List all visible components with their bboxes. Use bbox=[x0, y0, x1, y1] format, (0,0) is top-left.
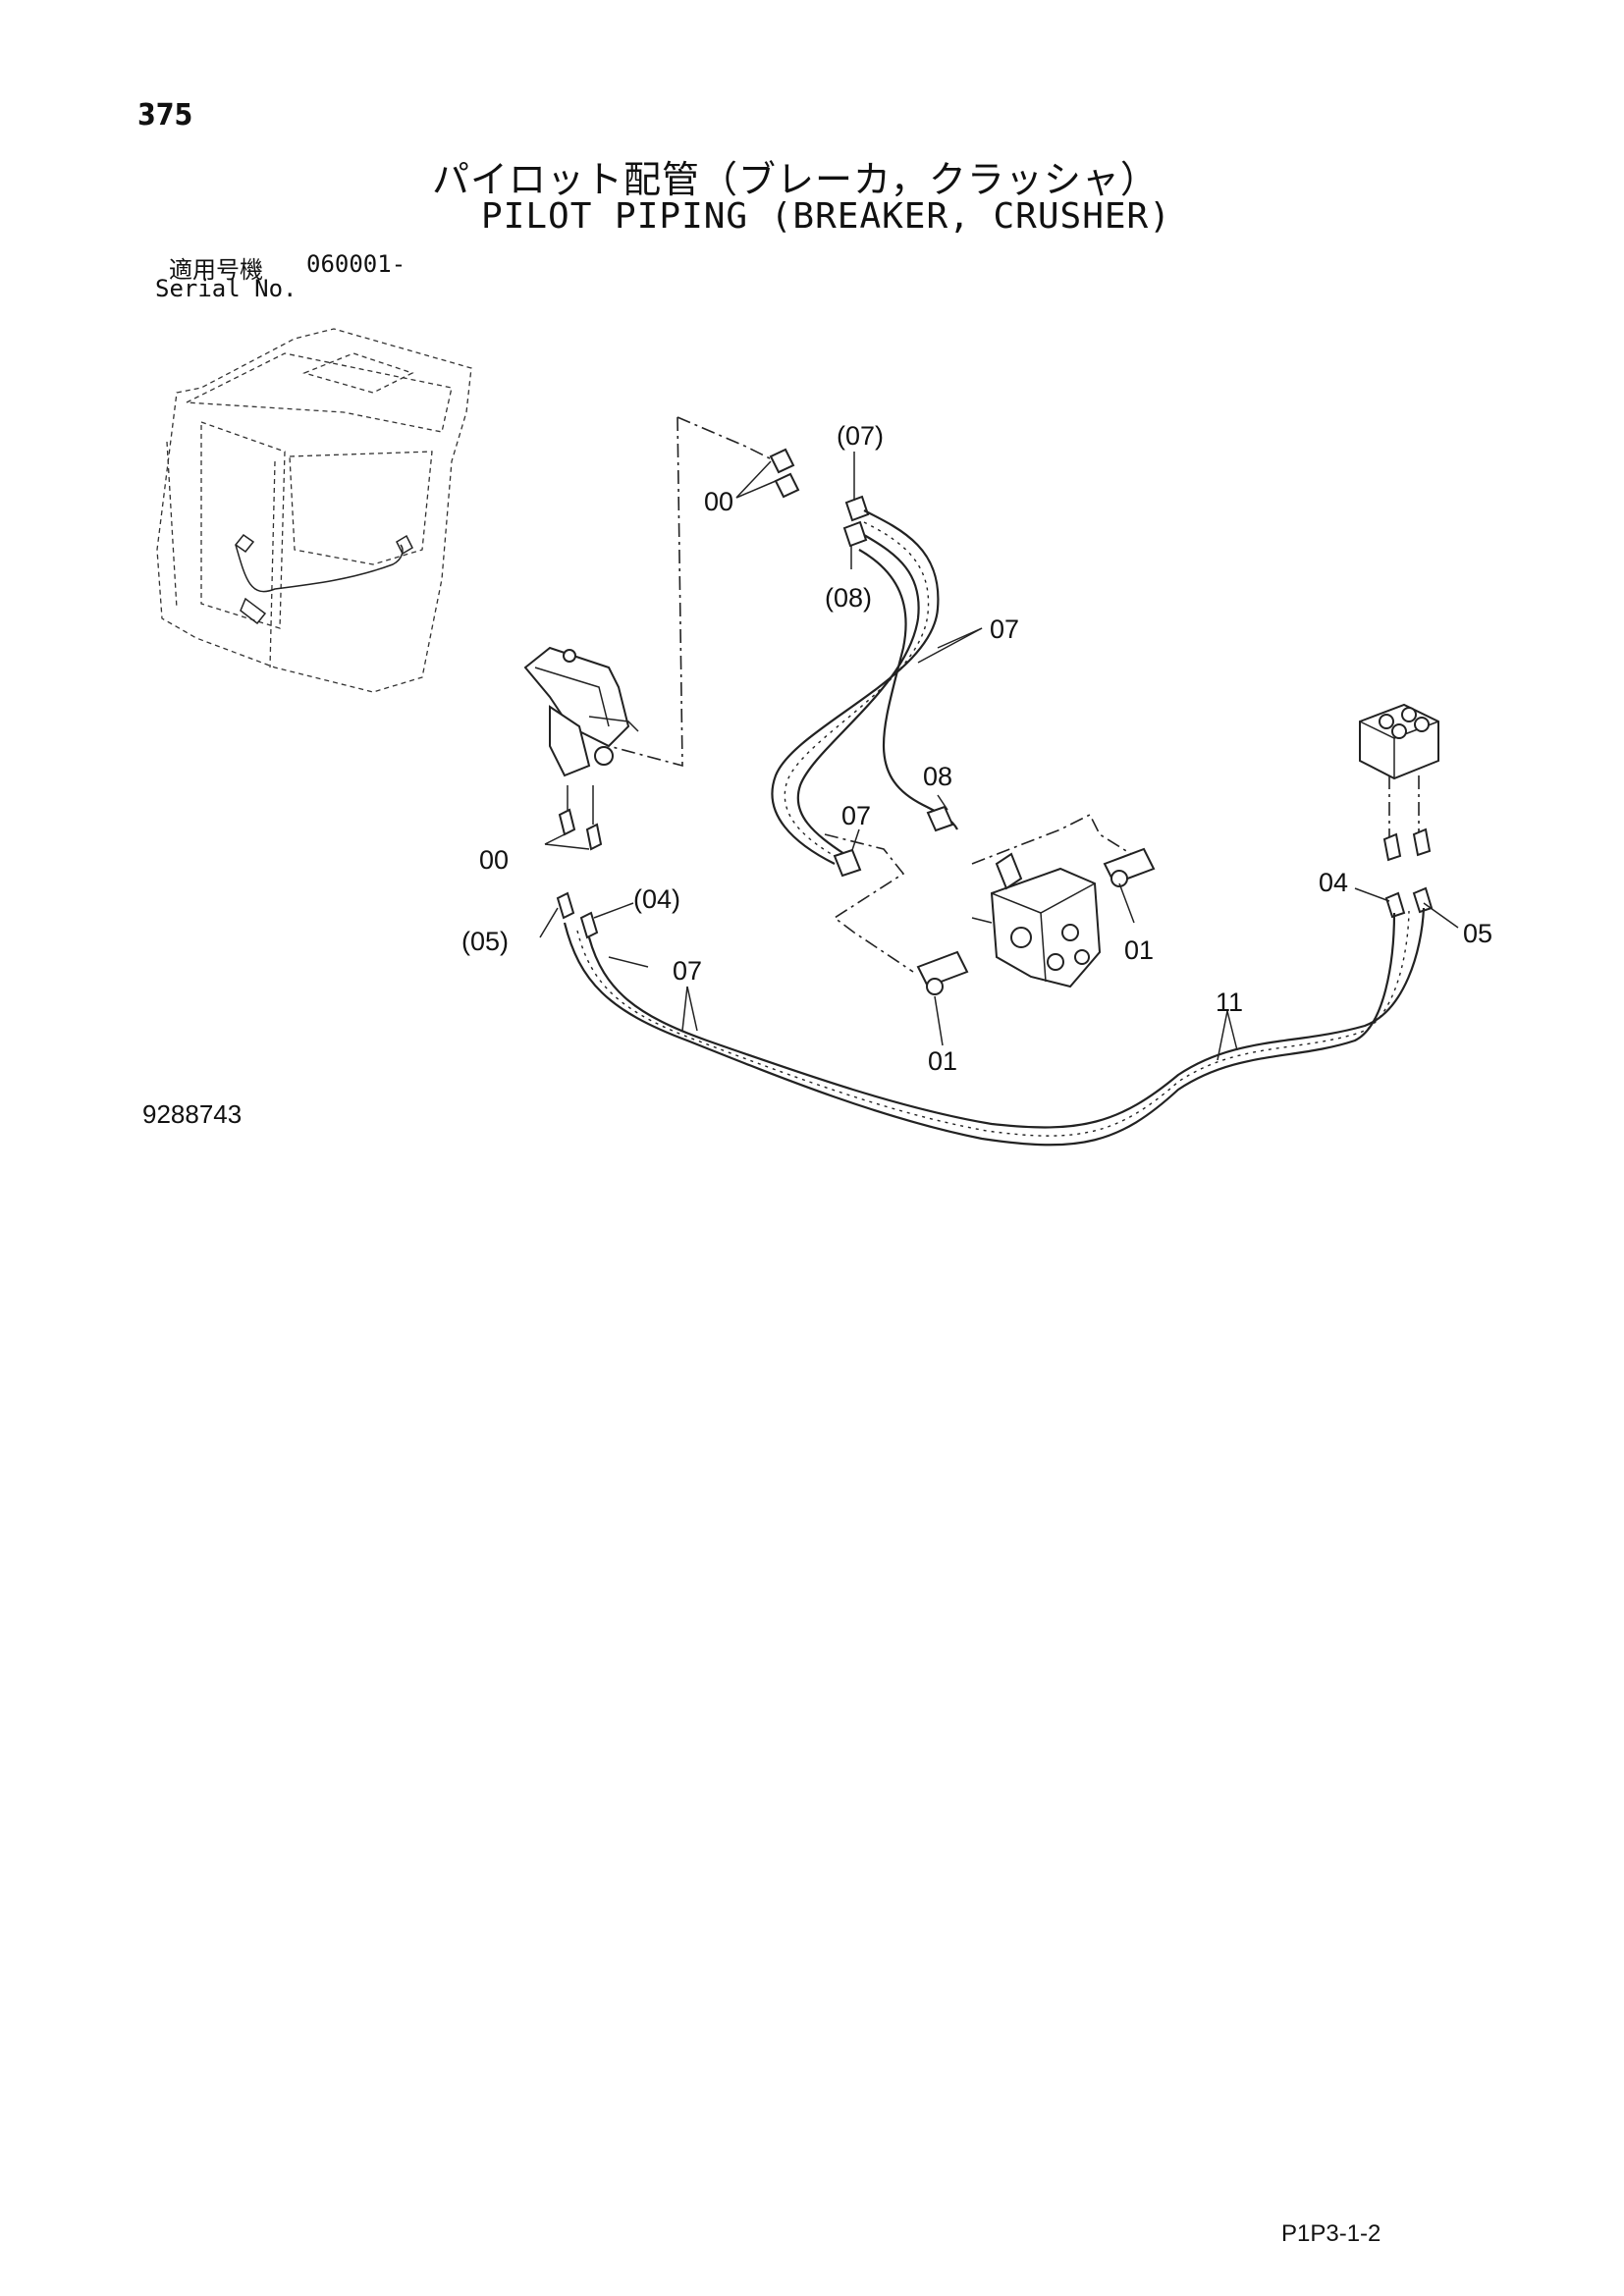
callout-11: 11 bbox=[1216, 988, 1243, 1017]
serial-number-range: 060001- bbox=[306, 250, 406, 278]
callout-04-paren: (04) bbox=[633, 884, 680, 914]
callout-01-right: 01 bbox=[1124, 935, 1154, 965]
callout-00-left: 00 bbox=[479, 845, 509, 875]
callout-04-right: 04 bbox=[1319, 868, 1348, 897]
page-number: 375 bbox=[137, 98, 193, 133]
figure-code: 9288743 bbox=[142, 1099, 243, 1129]
leader-lines bbox=[539, 452, 1459, 1061]
page-title-english: PILOT PIPING (BREAKER, CRUSHER) bbox=[481, 196, 1171, 237]
callout-01-bottom: 01 bbox=[928, 1046, 957, 1076]
fittings-upper bbox=[769, 448, 870, 548]
control-valve-block bbox=[916, 847, 1156, 995]
callout-08: 08 bbox=[923, 762, 952, 791]
selector-block-right bbox=[1359, 703, 1439, 919]
callout-07-low: 07 bbox=[673, 956, 702, 986]
cab-overview-illustration bbox=[156, 328, 472, 693]
callout-07-mid: 07 bbox=[841, 801, 871, 830]
hose-upper-route bbox=[771, 509, 958, 878]
serial-label-japanese: 適用号機 bbox=[169, 256, 263, 284]
hose-lower-route bbox=[563, 907, 1426, 1147]
callout-07-hose-top: 07 bbox=[990, 614, 1019, 644]
serial-label-english: Serial No. bbox=[155, 275, 298, 302]
page-title-japanese: パイロット配管（ブレーカ，クラッシャ） bbox=[432, 158, 1159, 201]
callout-00-top: 00 bbox=[704, 487, 733, 516]
page-code: P1P3-1-2 bbox=[1281, 2220, 1381, 2247]
pilot-valve bbox=[523, 646, 639, 777]
callout-08-paren: (08) bbox=[825, 583, 872, 613]
callout-05-right: 05 bbox=[1463, 919, 1492, 948]
callout-07-paren-top: (07) bbox=[837, 421, 884, 451]
callout-05-paren: (05) bbox=[461, 927, 509, 956]
fittings-left bbox=[556, 785, 603, 939]
